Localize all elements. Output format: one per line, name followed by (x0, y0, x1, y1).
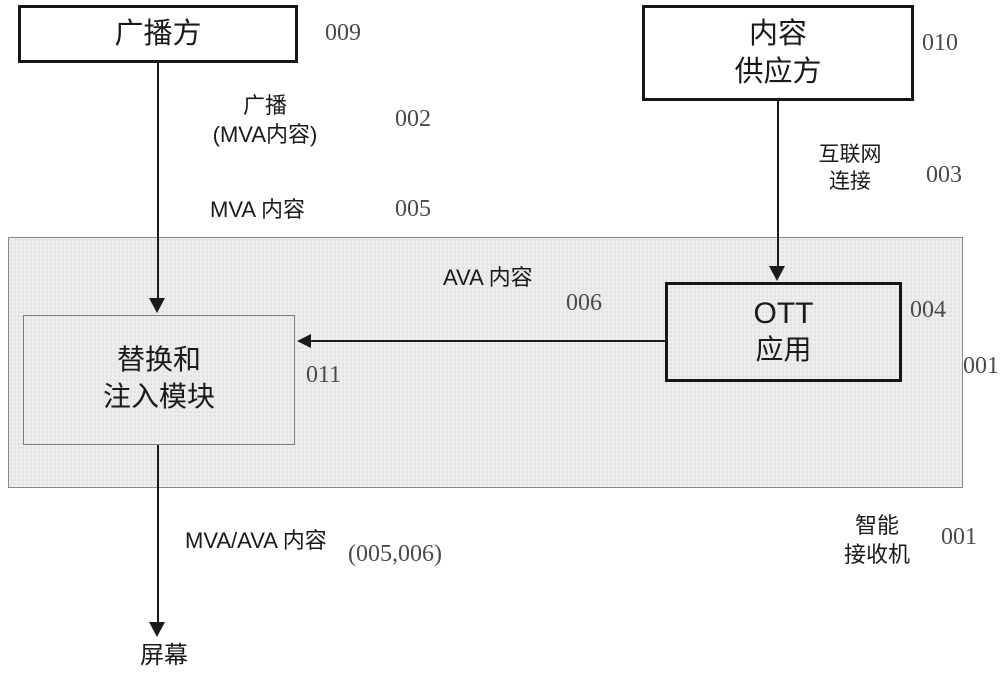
ref-005: 005 (395, 196, 431, 222)
ref-010: 010 (922, 30, 958, 56)
smart-receiver-label-line1: 智能 (854, 513, 899, 538)
ott-app-box: OTT 应用 (665, 282, 902, 382)
ref-002: 002 (395, 106, 431, 132)
replace-inject-module-box: 替换和 注入模块 (23, 315, 295, 445)
arrow-ava-arrowhead (297, 334, 311, 348)
arrow-broadcast-line (157, 63, 159, 299)
internet-edge-label-line1: 互联网 (818, 142, 882, 166)
ava-content-label: AVA 内容 (443, 265, 533, 290)
internet-edge-label: 互联网 连接 (803, 141, 897, 196)
arrow-ava-line (310, 340, 665, 342)
ref-001-region-edge: 001 (963, 353, 999, 379)
arrow-screen-line (157, 445, 159, 623)
mva-content-label: MVA 内容 (210, 197, 305, 222)
ref-011: 011 (306, 362, 342, 388)
smart-receiver-label-line2: 接收机 (843, 541, 910, 567)
broadcast-edge-label-line2: (MVA内容) (212, 121, 318, 147)
ref-001-receiver: 001 (941, 524, 977, 550)
arrow-screen-arrowhead (149, 622, 165, 637)
ref-009: 009 (325, 20, 361, 46)
internet-edge-label-line2: 连接 (829, 169, 871, 194)
replace-inject-label-line1: 替换和 (116, 345, 201, 377)
ref-005-006: (005,006) (348, 541, 442, 567)
broadcaster-box: 广播方 (18, 5, 298, 63)
arrow-broadcast-arrowhead (149, 298, 165, 313)
ref-003: 003 (926, 162, 962, 188)
ref-004: 004 (910, 297, 946, 323)
broadcast-edge-label: 广播 (MVA内容) (196, 92, 334, 149)
ott-app-label-line2: 应用 (755, 335, 812, 367)
smart-receiver-label: 智能 接收机 (834, 512, 920, 569)
content-provider-label-line1: 内容 (748, 17, 807, 50)
content-provider-box: 内容 供应方 (642, 5, 914, 101)
ott-app-label-line1: OTT (753, 296, 814, 330)
arrow-internet-line (777, 101, 779, 267)
broadcast-edge-label-line1: 广播 (242, 93, 287, 118)
content-provider-label-line2: 供应方 (734, 56, 822, 88)
replace-inject-label-line2: 注入模块 (102, 382, 215, 413)
ref-006: 006 (566, 290, 602, 316)
smart-receiver-region (8, 237, 963, 488)
arrow-internet-arrowhead (769, 266, 785, 281)
mva-ava-content-label: MVA/AVA 内容 (185, 528, 327, 553)
screen-label: 屏幕 (140, 643, 188, 669)
broadcaster-label: 广播方 (114, 17, 202, 50)
